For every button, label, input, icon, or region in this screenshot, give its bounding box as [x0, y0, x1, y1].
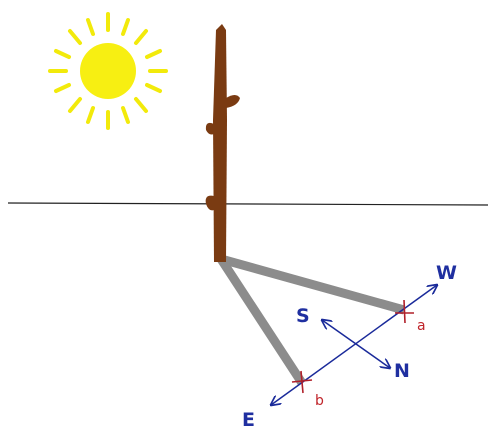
label-north: N	[394, 360, 410, 382]
horizon-line	[7, 202, 489, 206]
label-south: S	[296, 305, 310, 327]
marker-a	[395, 299, 414, 324]
label-west: W	[436, 262, 457, 284]
shadows	[217, 254, 406, 386]
label-point-b: b	[315, 393, 324, 409]
marker-b	[291, 370, 313, 394]
label-point-a: a	[417, 318, 426, 334]
north-south-axis	[322, 320, 390, 368]
sun-icon	[48, 12, 168, 130]
stick-icon	[205, 24, 240, 262]
east-west-axis	[271, 285, 437, 405]
label-east: E	[242, 409, 255, 430]
